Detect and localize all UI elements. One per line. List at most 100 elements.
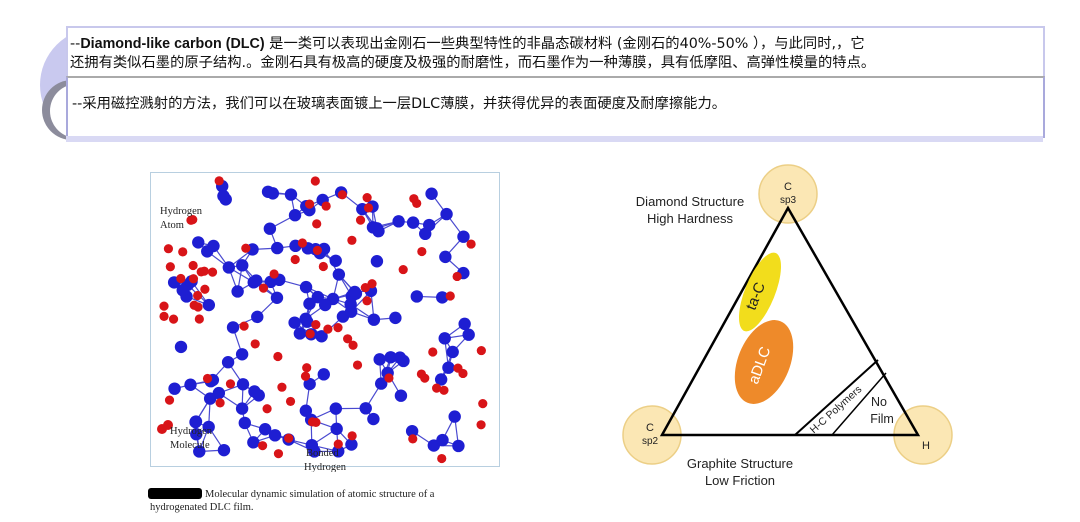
- carbon-atom: [270, 291, 284, 304]
- carbon-atom: [288, 209, 302, 222]
- carbon-atom: [284, 188, 298, 201]
- carbon-atom: [393, 351, 407, 364]
- carbon-atom: [202, 420, 215, 434]
- hydrogen-atom: [312, 245, 323, 255]
- carbon-atom: [359, 402, 372, 415]
- corner-sp3: [758, 164, 818, 224]
- carbon-atom: [332, 445, 345, 458]
- carbon-atom: [442, 361, 455, 374]
- hydrogen-atom: [202, 373, 213, 384]
- hydrogen-atom: [214, 176, 224, 186]
- method-line: --采用磁控溅射的方法，我们可以在玻璃表面镀上一层DLC薄膜，并获得优异的表面硬…: [72, 96, 727, 112]
- label-film: Film: [870, 412, 894, 426]
- label-bonded-hydrogen: Bonded: [306, 448, 339, 459]
- hydrogen-atom: [300, 371, 311, 381]
- hydrogen-atom: [273, 351, 283, 362]
- hydrogen-atom: [412, 198, 422, 209]
- hydrogen-atom: [305, 329, 315, 339]
- carbon-atom: [440, 207, 453, 221]
- hydrogen-atom: [347, 431, 357, 441]
- carbon-atom: [373, 353, 386, 366]
- ternary-diagram: ta-C aDLC Diamond Structure High Hardnes…: [622, 164, 953, 488]
- hydrogen-atom: [445, 291, 455, 301]
- label-corner-h: H: [922, 440, 930, 452]
- method-panel: [66, 76, 1045, 138]
- hydrogen-atom: [321, 201, 331, 211]
- hydrogen-atom: [215, 398, 225, 408]
- carbon-atom: [235, 402, 249, 415]
- carbon-atom: [436, 291, 449, 304]
- intro-line-2: 还拥有类似石墨的原子结构.。金刚石具有极高的硬度及极强的耐磨性，而石墨作为一种薄…: [70, 55, 876, 71]
- hydrogen-atom: [323, 324, 333, 334]
- carbon-atom: [248, 385, 261, 398]
- hydrogen-atom: [476, 345, 486, 356]
- carbon-atom: [263, 222, 277, 235]
- hydrogen-atom: [398, 264, 408, 275]
- carbon-atom: [457, 230, 470, 243]
- carbon-atom: [344, 305, 358, 318]
- carbon-atom: [235, 348, 249, 361]
- hydrogen-atom: [347, 235, 357, 245]
- carbon-atom: [238, 416, 251, 430]
- label-hydrogen-molecule-2: Molecule: [170, 440, 210, 451]
- hydrogen-atom: [250, 339, 260, 349]
- hydrogen-atom: [311, 417, 321, 427]
- hydrogen-atom: [408, 434, 418, 444]
- label-bonded-hydrogen-2: Hydrogen: [304, 462, 347, 472]
- hydrogen-atom: [458, 368, 468, 379]
- hydrogen-atom: [305, 199, 315, 209]
- hydrogen-atom: [363, 203, 374, 213]
- hydrogen-atom: [297, 238, 308, 248]
- carbon-atom: [226, 321, 240, 334]
- carbon-atom: [315, 330, 328, 343]
- label-diamond-structure: Diamond Structure: [636, 194, 744, 209]
- hydrogen-atom: [258, 283, 269, 293]
- hydrogen-atom: [432, 383, 442, 393]
- figure-caption-line-1: Molecular dynamic simulation of atomic s…: [205, 489, 435, 500]
- carbon-atom: [217, 443, 231, 457]
- carbon-atom: [405, 424, 419, 438]
- hydrogen-atom: [164, 395, 175, 405]
- label-corner-sp2: sp2: [642, 436, 659, 447]
- hydrogen-atom: [476, 420, 486, 430]
- hydrogen-atom: [333, 323, 343, 333]
- carbon-atom: [192, 236, 205, 249]
- carbon-atom: [317, 368, 330, 381]
- hydrogen-atom: [207, 267, 218, 277]
- carbon-atom: [264, 275, 277, 289]
- triangle-outline: [659, 205, 921, 437]
- carbon-atom: [370, 255, 384, 268]
- carbon-atom: [184, 378, 197, 391]
- hydrogen-atom: [163, 244, 174, 254]
- hydrogen-atom: [367, 279, 377, 289]
- hydrogen-atom: [159, 311, 169, 322]
- label-hc-polymers: H-C Polymers: [808, 383, 865, 436]
- hydrogen-atom: [176, 273, 186, 284]
- hydrogen-atom: [312, 219, 322, 229]
- carbon-atom: [288, 316, 301, 329]
- carbon-atom: [439, 250, 452, 264]
- hydrogen-atom: [302, 363, 312, 373]
- label-graphite-structure: Graphite Structure: [687, 456, 793, 471]
- carbon-atom: [438, 332, 451, 345]
- carbon-atom: [190, 428, 203, 441]
- hydrogen-atom: [439, 385, 449, 395]
- label-corner-c-left: C: [646, 422, 654, 434]
- label-corner-sp3: sp3: [780, 195, 797, 206]
- carbon-atom: [384, 351, 397, 364]
- redacted-author: [148, 488, 202, 499]
- carbon-atom: [389, 311, 402, 325]
- carbon-atom: [203, 392, 217, 405]
- hydrogen-atom: [384, 373, 394, 383]
- carbon-atom: [217, 189, 230, 203]
- carbon-atom: [425, 187, 438, 200]
- hydrogen-atom: [362, 193, 372, 203]
- carbon-atom: [293, 327, 307, 340]
- carbon-atom: [247, 436, 260, 449]
- hydrogen-atom: [257, 441, 268, 451]
- hydrogen-atom: [200, 284, 210, 294]
- carbon-atom: [419, 227, 432, 241]
- carbon-atom: [311, 290, 325, 304]
- carbon-atom: [448, 410, 461, 423]
- carbon-atom: [193, 445, 206, 458]
